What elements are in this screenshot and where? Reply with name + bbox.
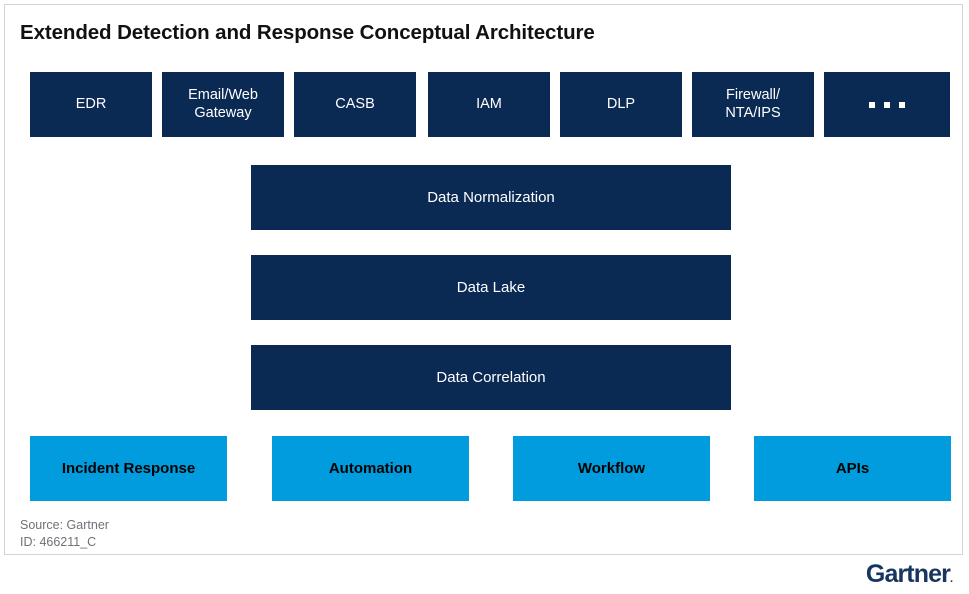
capability-box-apis-label: APIs: [835, 459, 870, 477]
figure-title: Extended Detection and Response Conceptu…: [20, 21, 595, 44]
gartner-logo: Gartner.: [866, 560, 953, 589]
source-box-edr[interactable]: EDR: [30, 72, 152, 137]
source-box-iam-label: IAM: [476, 95, 502, 112]
source-box-dlp[interactable]: DLP: [560, 72, 682, 137]
gartner-logo-text: Gartner: [865, 560, 951, 588]
capability-box-incident-response[interactable]: Incident Response: [30, 436, 227, 501]
capability-box-workflow[interactable]: Workflow: [513, 436, 710, 501]
pipeline-box-data-lake[interactable]: Data Lake: [251, 255, 731, 320]
source-box-casb[interactable]: CASB: [294, 72, 416, 137]
source-box-firewall-nta-ips-label: Firewall/ NTA/IPS: [725, 87, 781, 121]
pipeline-box-data-correlation-label: Data Correlation: [436, 368, 546, 386]
ellipsis-dot: [899, 101, 905, 108]
capability-box-apis[interactable]: APIs: [754, 436, 951, 501]
source-box-dlp-label: DLP: [606, 95, 636, 112]
source-box-casb-label: CASB: [335, 95, 375, 112]
figure-card: Extended Detection and Response Conceptu…: [4, 4, 963, 555]
pipeline-box-data-lake-label: Data Lake: [456, 278, 526, 296]
gartner-logo-trademark: .: [949, 573, 953, 585]
source-label: Source: Gartner: [20, 518, 109, 532]
source-note: Source: Gartner ID: 466211_C: [20, 517, 109, 551]
source-box-edr-label: EDR: [75, 95, 107, 112]
capability-box-automation-label: Automation: [328, 459, 413, 477]
pipeline-box-data-correlation[interactable]: Data Correlation: [251, 345, 731, 410]
source-box-email-web-gateway-label: Email/Web Gateway: [188, 87, 258, 121]
pipeline-box-data-normalization-label: Data Normalization: [427, 188, 555, 206]
source-box-more[interactable]: [824, 72, 950, 137]
pipeline-box-data-normalization[interactable]: Data Normalization: [251, 165, 731, 230]
source-box-email-web-gateway[interactable]: Email/Web Gateway: [162, 72, 284, 137]
source-box-iam[interactable]: IAM: [428, 72, 550, 137]
ellipsis-dots-icon: [869, 101, 905, 108]
capability-box-workflow-label: Workflow: [577, 459, 646, 477]
figure-id-label: ID: 466211_C: [20, 534, 97, 549]
ellipsis-dot: [884, 101, 890, 108]
capability-box-incident-response-label: Incident Response: [61, 459, 196, 477]
ellipsis-dot: [869, 101, 875, 108]
source-box-firewall-nta-ips[interactable]: Firewall/ NTA/IPS: [692, 72, 814, 137]
capability-box-automation[interactable]: Automation: [272, 436, 469, 501]
